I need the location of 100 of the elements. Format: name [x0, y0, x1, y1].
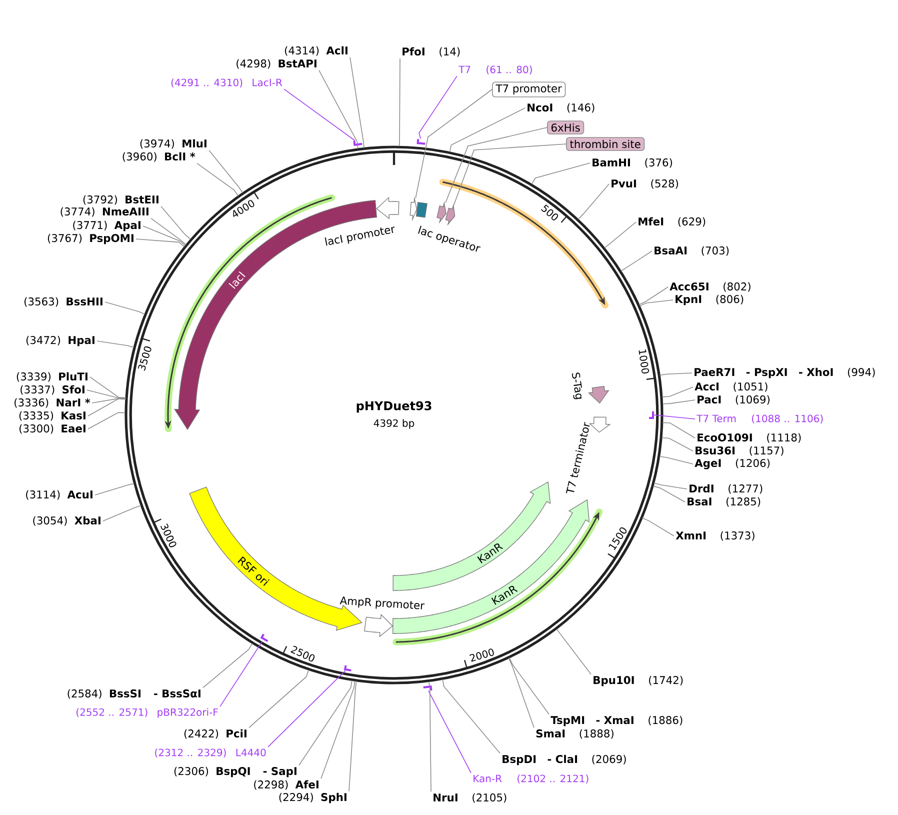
label-box: 6xHis [547, 120, 584, 134]
enzyme-label: (3792) BstEII [83, 195, 158, 205]
leader-line [284, 88, 356, 142]
leader-line [531, 162, 590, 185]
enzyme-label: BsaAI (703) [654, 246, 729, 256]
enzyme-label: (4314) AclI [285, 46, 348, 56]
enzyme-label: (3054) XbaI [33, 516, 100, 526]
leader-line [208, 150, 244, 194]
enzyme-label: (3339) PluTI [16, 372, 88, 382]
leader-line [142, 226, 186, 246]
enzyme-label: AccI (1051) [694, 382, 768, 392]
leader-line [318, 70, 358, 150]
label-box: T7 promoter [492, 82, 566, 98]
enzyme-label: DrdI (1277) [690, 484, 762, 494]
leader-line [196, 162, 239, 196]
leader-line [136, 238, 185, 248]
primer-mark [416, 138, 426, 145]
leader-line [662, 386, 694, 398]
leader-line [556, 628, 592, 675]
enzyme-label: (2306) BspQI - SapI [174, 766, 296, 778]
leader-line [661, 437, 694, 452]
leader-line [160, 206, 192, 240]
enzyme-label: (3335) KasI [19, 411, 86, 421]
leader-line [442, 678, 500, 754]
leader-line [350, 56, 364, 148]
leader-line [202, 643, 253, 688]
leader-line [248, 669, 310, 728]
enzyme-label: PfoI (14) [402, 47, 460, 57]
primer-label: Kan-R (2102 .. 2121) [474, 774, 588, 784]
enzyme-label: PaeR7I - PspXI - XhoI (994) [694, 368, 875, 378]
leader-line [104, 302, 146, 315]
leader-line [445, 127, 548, 203]
enzyme-label: (3336) NarI * [14, 398, 90, 408]
enzyme-label: (3114) AcuI [26, 490, 92, 500]
enzyme-label: SmaI (1888) [536, 729, 614, 739]
leader-line [298, 680, 352, 766]
leader-line [508, 657, 550, 715]
leader-line [449, 108, 526, 152]
primer-label: T7 Term (1088 .. 1106) [696, 414, 823, 424]
enzyme-label: Acc65I (802) [670, 282, 750, 292]
leader-line [418, 76, 458, 140]
leader-line [578, 184, 610, 220]
leader-line [348, 680, 357, 792]
enzyme-label: BspDI - ClaI (2069) [502, 754, 626, 766]
primer-label: T7 (61 .. 80) [458, 66, 532, 74]
tick-label: 3000 [160, 524, 176, 548]
enzyme-label: (3960) BclI * [122, 152, 196, 162]
tick-label: 1000 [638, 349, 650, 374]
enzyme-label: (3974) MluI [140, 139, 206, 149]
enzyme-label: PacI (1069) [698, 395, 770, 405]
enzyme-label: NcoI (146) [528, 103, 594, 113]
leader-line [102, 505, 142, 522]
leader-line [90, 376, 126, 398]
primer-label: (4291 .. 4310) LacI-R [171, 78, 282, 88]
leader-line [428, 690, 472, 774]
enzyme-label: (2422) PciI [184, 729, 246, 739]
leader-line [86, 390, 126, 399]
leader-line [639, 300, 674, 306]
leader-line [642, 518, 674, 536]
leader-line [652, 486, 686, 502]
enzyme-label: BsaI (1285) [688, 497, 760, 507]
primer-mark [260, 634, 268, 642]
leader-line [88, 398, 126, 416]
enzyme-label: (3774) NmeAIII [60, 207, 148, 217]
leader-line [399, 58, 400, 147]
enzyme-label: (3337) SfoI [20, 385, 84, 395]
primer-label: (2552 .. 2571) pBR322ori-F [76, 708, 218, 718]
enzyme-label: (3300) EaeI [20, 424, 86, 434]
feature-symbol [376, 196, 400, 220]
enzyme-label: (2584) BssSI - BssSαI [68, 689, 200, 699]
feature-symbol [410, 196, 418, 222]
enzyme-label: KpnI (806) [676, 294, 744, 306]
enzyme-label: (3767) PspOMI [48, 234, 134, 244]
enzyme-label: (4298) BstAPI [236, 59, 316, 69]
leader-line [268, 670, 346, 748]
primer-mark [353, 140, 362, 146]
enzyme-label: NruI (2105) [434, 793, 506, 803]
leader-line [662, 400, 696, 404]
leader-line [428, 681, 432, 792]
leader-line [415, 89, 492, 199]
feature-label: S-Tag [572, 372, 582, 400]
leader-line [320, 680, 356, 780]
tick-label: 3500 [138, 346, 152, 371]
enzyme-label: TspMI - XmaI (1886) [550, 716, 682, 726]
tick-label: 500 [541, 204, 558, 220]
leader-line [638, 286, 668, 305]
enzyme-label: Bsu36I (1157) [696, 446, 784, 456]
leader-line [652, 414, 696, 420]
leader-line [453, 144, 566, 206]
enzyme-label: EcoO109I (1118) [698, 433, 801, 443]
enzyme-label: (2294) SphI [279, 792, 346, 804]
leader-line [94, 483, 135, 496]
tick-label: 2000 [470, 648, 494, 662]
feature-symbol [445, 204, 456, 226]
leader-line [96, 340, 134, 348]
leader-line [508, 658, 534, 728]
leader-line [662, 422, 696, 438]
leader-line [620, 250, 652, 272]
enzyme-label: (3771) ApaI [73, 220, 140, 232]
enzyme-label: Bpu10I (1742) [594, 676, 683, 686]
